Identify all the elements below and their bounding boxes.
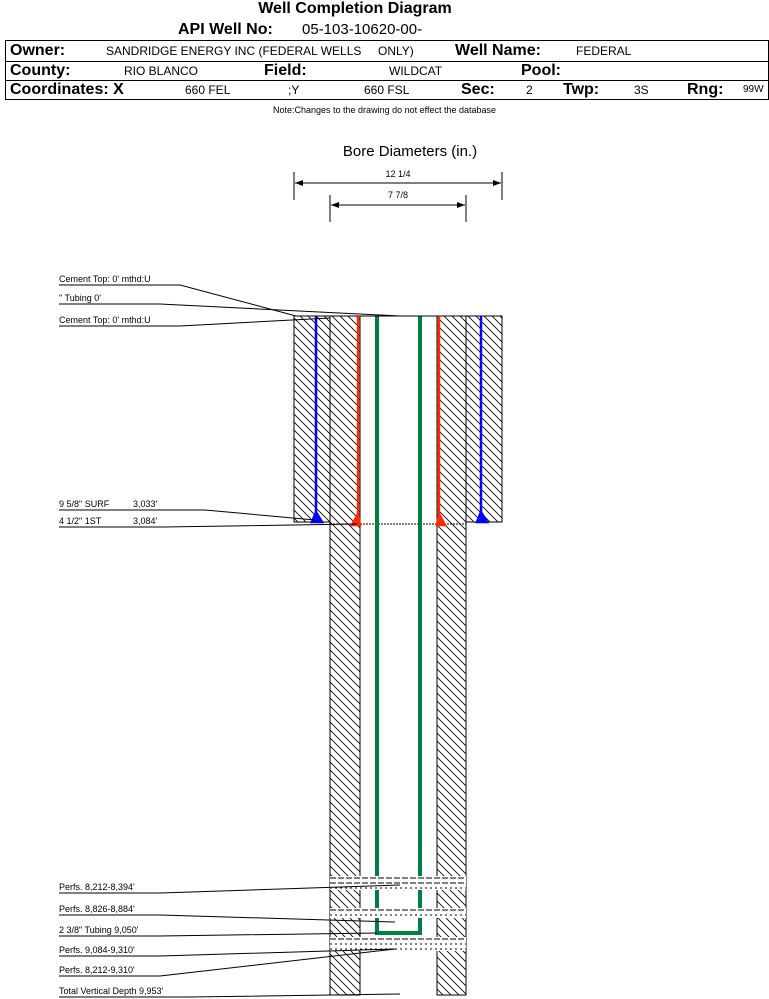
label-production-casing: 4 1/2" 1ST: [59, 516, 102, 526]
label-cement-top-1: Cement Top: 0' mthd:U: [59, 274, 151, 284]
surface-hole-left: [293, 315, 331, 523]
label-perfs-2: Perfs. 8,826-8,884': [59, 904, 135, 914]
owner-label: Owner:: [10, 42, 66, 59]
twp-value: 3S: [634, 83, 649, 97]
well-name-value: FEDERAL: [576, 44, 632, 58]
bore-outer-label: 12 1/4: [385, 169, 410, 179]
label-cement-top-2: Cement Top: 0' mthd:U: [59, 315, 151, 325]
database-note: Note:Changes to the drawing do not effec…: [273, 105, 496, 115]
label-perfs-4: Perfs. 8,212-9,310': [59, 965, 135, 975]
bore-inner-label: 7 7/8: [388, 190, 408, 200]
api-label: API Well No:: [178, 21, 273, 38]
label-tubing-depth: 2 3/8" Tubing 9,050': [59, 925, 139, 935]
sec-label: Sec:: [461, 81, 495, 98]
label-surface-depth: 3,033': [133, 499, 158, 509]
twp-label: Twp:: [563, 81, 600, 98]
api-value: 05-103-10620-00-: [302, 21, 423, 38]
owner-value-line1: SANDRIDGE ENERGY INC (FEDERAL WELLS: [106, 44, 362, 58]
well-name-label: Well Name:: [455, 42, 541, 59]
surface-hole-right: [465, 315, 503, 523]
label-perfs-1: Perfs. 8,212-8,394': [59, 882, 135, 892]
label-surface-casing: 9 5/8" SURF: [59, 499, 110, 509]
production-hole-left: [329, 315, 361, 996]
bore-dimension-outer: 12 1/4: [293, 169, 503, 200]
diagram-title: Well Completion Diagram: [258, 0, 452, 17]
field-value: WILDCAT: [389, 64, 443, 78]
label-perfs-3: Perfs. 9,084-9,310': [59, 945, 135, 955]
tubing: [375, 316, 422, 935]
production-casing: [349, 316, 448, 527]
production-hole-right: [436, 315, 467, 996]
label-total-depth: Total Vertical Depth 9,953': [59, 986, 164, 996]
label-tubing-top: " Tubing 0': [59, 293, 101, 303]
y-label: ;Y: [288, 83, 300, 97]
rng-label: Rng:: [687, 81, 724, 98]
label-production-depth: 3,084': [133, 516, 158, 526]
y-value: 660 FSL: [364, 83, 410, 97]
sec-value: 2: [526, 83, 533, 97]
bore-title: Bore Diameters (in.): [343, 143, 477, 160]
depth-labels: Cement Top: 0' mthd:U " Tubing 0' Cement…: [59, 274, 401, 998]
county-value: RIO BLANCO: [124, 64, 199, 78]
pool-label: Pool:: [521, 62, 561, 79]
perforations: [330, 876, 466, 951]
bore-dimension-inner: 7 7/8: [329, 190, 467, 222]
row-divider: [5, 80, 769, 81]
coordinates-label: Coordinates: X: [10, 81, 124, 98]
county-label: County:: [10, 62, 71, 79]
owner-value-line2: ONLY): [378, 44, 414, 58]
field-label: Field:: [264, 62, 307, 79]
row-divider: [5, 61, 769, 62]
rng-value: 99W: [743, 84, 764, 95]
x-value: 660 FEL: [185, 83, 231, 97]
